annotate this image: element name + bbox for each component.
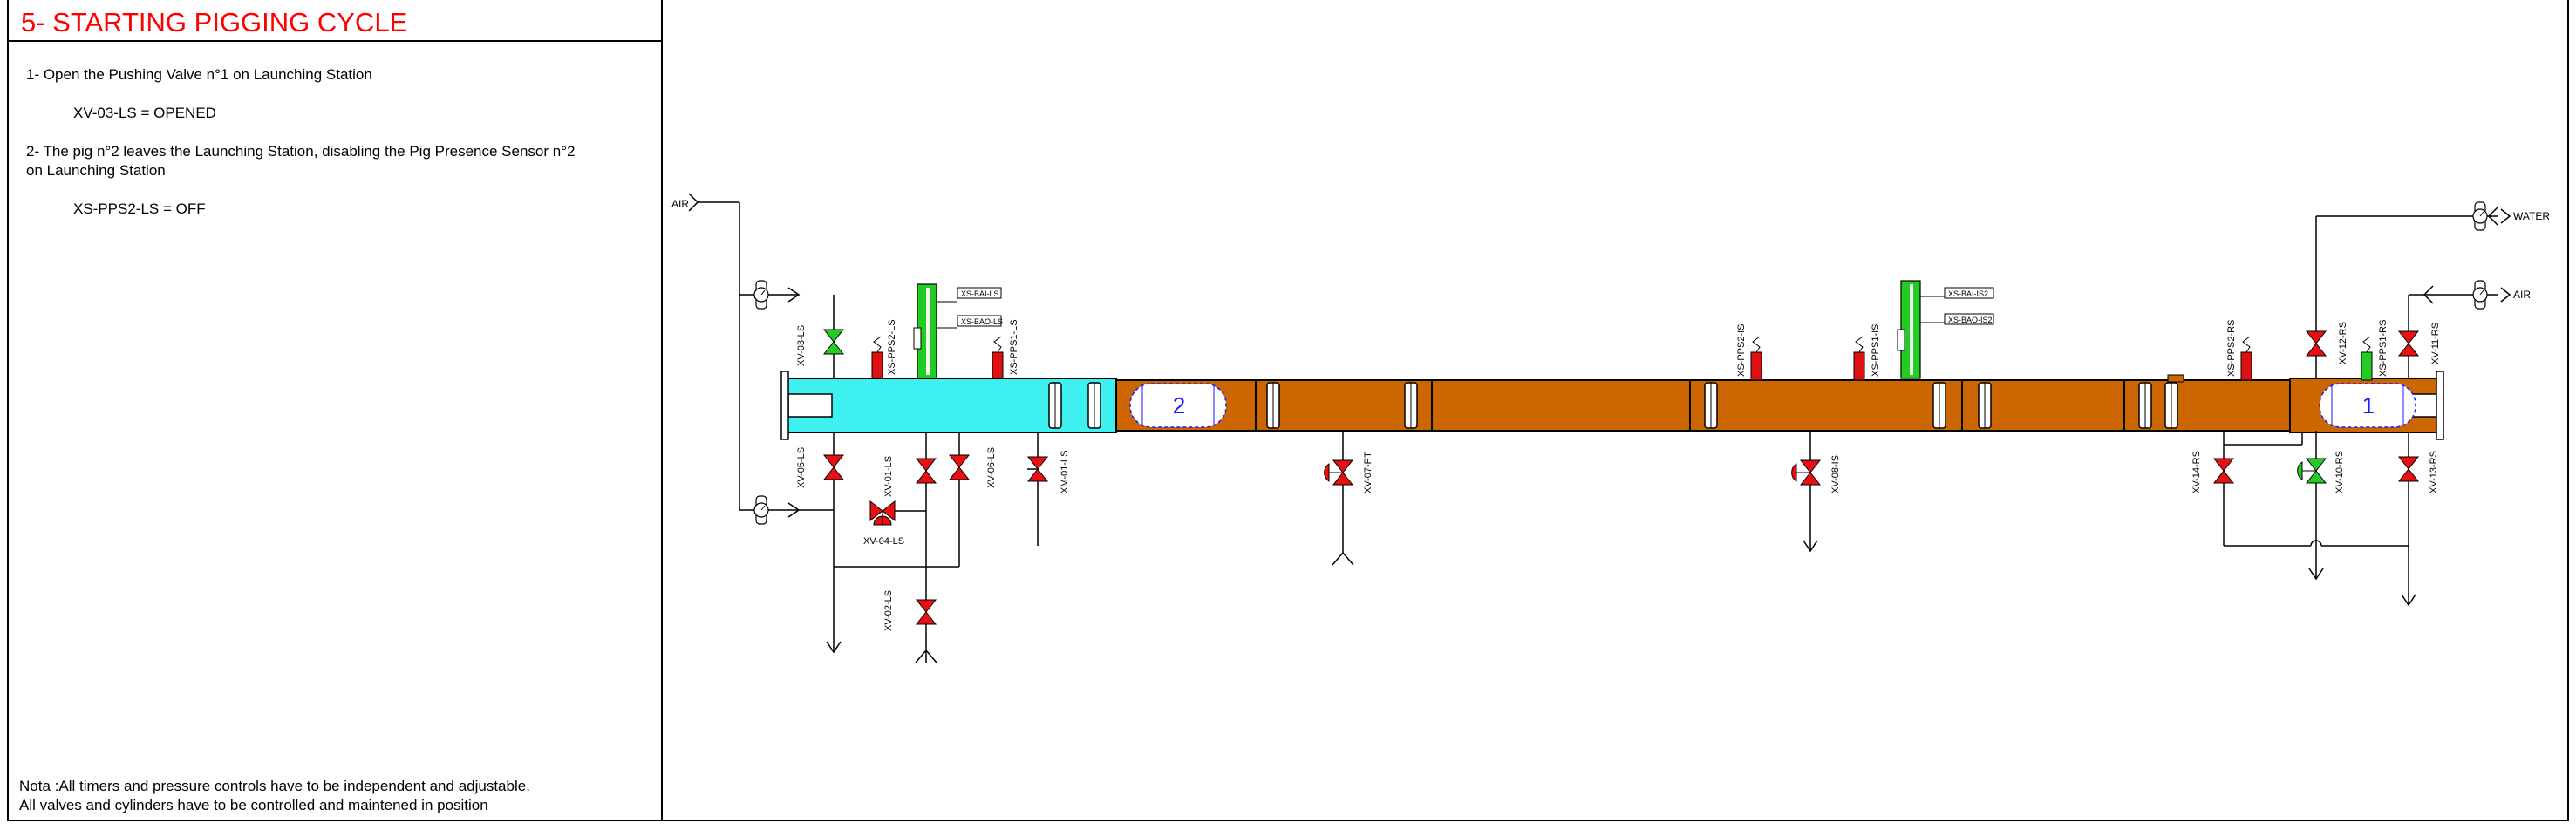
main-pipeline [1255,379,2291,432]
svg-text:XS-PPS2-LS: XS-PPS2-LS [887,319,897,375]
svg-text:XS-PPS1-RS: XS-PPS1-RS [2378,320,2389,377]
valve-xv-04-ls[interactable]: XV-04-LS [863,500,926,547]
pig-launcher-cylinder: XS-BAI-LS XS-BAO-LS [913,283,1003,379]
valve-xv-11-rs[interactable]: XV-11-RS [2398,323,2441,364]
step-1-state: XV-03-LS = OPENED [73,105,216,121]
valve-xv-14-rs[interactable]: XV-14-RS [2191,431,2234,546]
svg-text:XV-03-LS: XV-03-LS [796,325,807,366]
svg-text:XV-06-LS: XV-06-LS [986,447,997,488]
svg-text:XS-PPS1-IS: XS-PPS1-IS [1871,323,1881,377]
launching-station-barrel [784,378,1117,433]
svg-text:XV-08-IS: XV-08-IS [1830,455,1841,493]
step-2-text-line2: on Launching Station [26,162,166,179]
svg-text:XS-BAO-LS: XS-BAO-LS [961,317,1003,326]
section-header: 5- STARTING PIGGING CYCLE [9,0,661,42]
pig-1: 1 [2319,383,2416,428]
pig-1-number: 1 [2362,392,2375,418]
valve-xm-01-ls[interactable]: XM-01-LS [1027,432,1070,546]
pig-2: 2 [1129,383,1227,428]
pipeline-body [780,371,2444,440]
step-2-state: XS-PPS2-LS = OFF [73,201,206,217]
svg-text:XV-01-LS: XV-01-LS [883,456,894,497]
svg-text:XS-PPS2-RS: XS-PPS2-RS [2226,320,2237,377]
svg-text:XV-12-RS: XV-12-RS [2338,322,2348,364]
svg-text:XV-04-LS: XV-04-LS [863,536,904,547]
pig-2-number: 2 [1173,392,1185,418]
section-title: 5- STARTING PIGGING CYCLE [21,7,408,37]
pressure-gauge-icon [753,495,769,525]
note-line-2: All valves and cylinders have to be cont… [19,797,488,813]
launch-end-closure [780,371,789,440]
svg-text:XV-05-LS: XV-05-LS [796,447,807,488]
svg-text:XS-BAO-IS2: XS-BAO-IS2 [1948,316,1993,324]
pipeline-diagram: AIR [671,193,2550,663]
step-1-text: 1- Open the Pushing Valve n°1 on Launchi… [26,66,372,83]
sensor-xs-pps1-rs: XS-PPS1-RS [2361,320,2389,381]
receive-end-closure [2436,371,2444,440]
procedure-text-panel: 5- STARTING PIGGING CYCLE 1- Open the Pu… [7,0,663,821]
svg-text:XS-PPS2-IS: XS-PPS2-IS [1736,323,1747,377]
svg-text:XV-13-RS: XV-13-RS [2429,451,2439,493]
valve-xv-13-rs[interactable]: XV-13-RS [2398,432,2439,607]
step-2-text-line1: 2- The pig n°2 leaves the Launching Stat… [26,143,576,160]
valve-xv-05-ls[interactable]: XV-05-LS [796,432,844,654]
sensor-xs-pps2-rs: XS-PPS2-RS [2226,320,2252,381]
svg-text:XS-PPS1-LS: XS-PPS1-LS [1009,319,1019,375]
pressure-gauge-icon [2472,201,2488,231]
note-line-1: Nota :All timers and pressure controls h… [19,778,530,794]
water-label: WATER [2513,210,2550,222]
air-inlet-left: AIR [671,193,801,525]
pigging-diagram-panel: AIR [661,0,2569,821]
svg-text:XV-10-RS: XV-10-RS [2334,451,2345,493]
sensor-xs-pps2-is: XS-PPS2-IS [1736,323,1762,381]
sensor-xs-pps1-ls: XS-PPS1-LS [992,319,1019,379]
valve-xv-06-ls[interactable]: XV-06-LS [949,432,997,567]
sensor-xs-pps1-is: XS-PPS1-IS [1853,323,1881,381]
valve-xv-02-ls[interactable]: XV-02-LS [883,590,937,663]
air-label-left: AIR [671,198,689,210]
svg-text:XS-BAI-IS2: XS-BAI-IS2 [1948,289,1988,298]
svg-text:XV-14-RS: XV-14-RS [2191,451,2202,493]
svg-text:XS-BAI-LS: XS-BAI-LS [961,289,999,298]
air-label-right: AIR [2513,289,2531,301]
valve-xv-10-rs[interactable]: XV-10-RS [2297,431,2345,581]
pressure-gauge-icon [753,280,769,310]
air-inlet-right: AIR [2408,280,2531,378]
intermediate-cylinder: XS-BAI-IS2 XS-BAO-IS2 [1897,280,1994,379]
valve-xv-08-is[interactable]: XV-08-IS [1791,431,1841,553]
svg-text:XM-01-LS: XM-01-LS [1060,450,1070,493]
valve-xv-12-rs[interactable]: XV-12-RS [2306,322,2348,364]
svg-text:XV-02-LS: XV-02-LS [883,590,894,631]
valve-xv-03-ls[interactable]: XV-03-LS [796,295,844,378]
svg-text:XV-07-PT: XV-07-PT [1363,452,1373,493]
pressure-gauge-icon [2472,280,2488,310]
valve-xv-07-pt[interactable]: XV-07-PT [1324,431,1373,566]
sensor-xs-pps2-ls: XS-PPS2-LS [871,319,897,379]
svg-text:XV-11-RS: XV-11-RS [2430,323,2441,364]
